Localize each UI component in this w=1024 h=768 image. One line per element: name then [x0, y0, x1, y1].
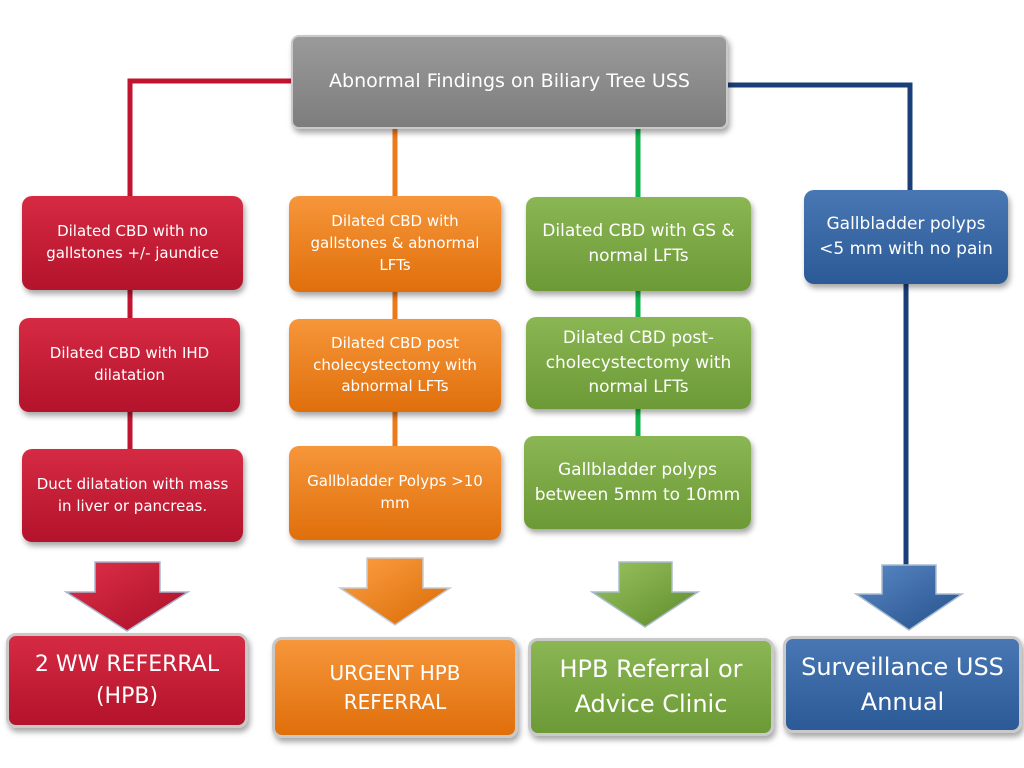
- finding-blue-1: Gallbladder polyps <5 mm with no pain: [804, 190, 1008, 284]
- title-box: Abnormal Findings on Biliary Tree USS: [291, 35, 728, 129]
- finding-green-3: Gallbladder polyps between 5mm to 10mm: [524, 436, 751, 529]
- outcome-blue: Surveillance USS Annual: [783, 636, 1022, 733]
- finding-red-3: Duct dilatation with mass in liver or pa…: [22, 449, 243, 542]
- green-down-arrow: [589, 561, 701, 628]
- blue-connector-top: [728, 82, 913, 190]
- finding-orange-2: Dilated CBD post cholecystectomy with ab…: [289, 319, 501, 412]
- finding-red-2: Dilated CBD with IHD dilatation: [19, 318, 240, 412]
- blue-down-arrow: [853, 564, 965, 631]
- finding-orange-1: Dilated CBD with gallstones & abnormal L…: [289, 196, 501, 292]
- title-text: Abnormal Findings on Biliary Tree USS: [329, 70, 690, 93]
- finding-green-1: Dilated CBD with GS & normal LFTs: [526, 197, 751, 291]
- outcome-red: 2 WW REFERRAL (HPB): [6, 633, 248, 728]
- red-down-arrow: [63, 561, 191, 632]
- finding-green-2: Dilated CBD post-cholecystectomy with no…: [526, 317, 751, 409]
- finding-orange-3: Gallbladder Polyps >10 mm: [289, 446, 501, 540]
- outcome-orange: URGENT HPB REFERRAL: [272, 637, 518, 738]
- orange-down-arrow: [337, 557, 453, 626]
- outcome-green: HPB Referral or Advice Clinic: [528, 638, 774, 736]
- red-connector-top: [127, 78, 291, 196]
- finding-red-1: Dilated CBD with no gallstones +/- jaund…: [22, 196, 243, 290]
